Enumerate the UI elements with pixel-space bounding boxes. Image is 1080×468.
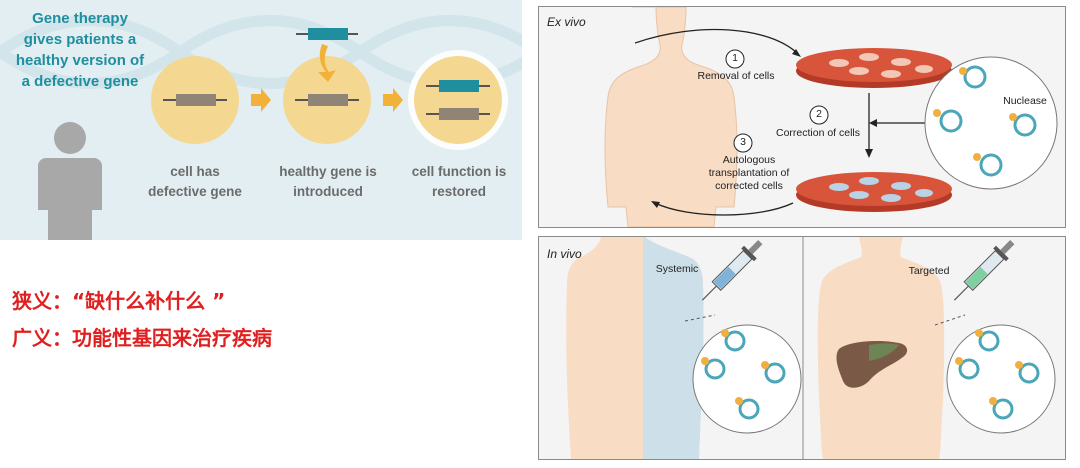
arrow-icon — [251, 88, 271, 112]
syringe-systemic-icon — [701, 240, 763, 301]
infographic-title: Gene therapy gives patients a healthy ve… — [15, 10, 145, 90]
step-caption-restored: cell function is restored — [411, 164, 507, 199]
step-label-transplantation: Autologous transplantation of corrected … — [708, 154, 790, 192]
arrow-icon — [383, 88, 403, 112]
narrow-definition: 狭义：“缺什么补什么 ” — [12, 289, 226, 313]
insertion-arrow-icon — [318, 44, 336, 82]
ex-vivo-graphics — [604, 7, 1058, 227]
syringe-targeted-icon — [953, 240, 1015, 301]
step-label-correction: Correction of cells — [775, 127, 861, 139]
cell-function-restored — [408, 50, 508, 150]
in-vivo-panel: In vivo Systemic Targeted — [538, 236, 1066, 460]
systemic-label: Systemic — [655, 263, 699, 275]
cell-healthy-gene-introduced — [283, 28, 371, 144]
nuclease-cells-circle — [924, 56, 1058, 190]
culture-dish-bottom — [796, 172, 952, 212]
ex-vivo-panel: Ex vivo 1 Removal of cells 2 Correction … — [538, 6, 1066, 228]
step-caption-introduced: healthy gene is introduced — [279, 164, 377, 199]
person-silhouette-icon — [38, 122, 102, 240]
step-number-1: 1 — [732, 52, 738, 64]
targeted-label: Targeted — [908, 265, 950, 277]
step-number-3: 3 — [740, 136, 746, 148]
body-silhouette — [604, 7, 738, 227]
step-number-2: 2 — [816, 108, 822, 120]
systemic-zoom-circle — [692, 324, 802, 434]
step-caption-defective: cell has defective gene — [148, 164, 242, 199]
cell-defective — [151, 56, 239, 144]
infographic-graphics — [0, 15, 522, 240]
step-label-removal: Removal of cells — [697, 70, 775, 82]
nuclease-label: Nuclease — [1003, 95, 1047, 107]
in-vivo-title: In vivo — [547, 247, 582, 261]
ex-vivo-title: Ex vivo — [547, 15, 586, 29]
broad-definition: 广义：功能性基因来治疗疾病 — [12, 326, 272, 350]
in-vivo-graphics — [566, 237, 1056, 459]
culture-dish-top — [796, 48, 952, 88]
targeted-zoom-circle — [946, 324, 1056, 434]
gene-therapy-infographic: Gene therapy gives patients a healthy ve… — [0, 0, 522, 240]
